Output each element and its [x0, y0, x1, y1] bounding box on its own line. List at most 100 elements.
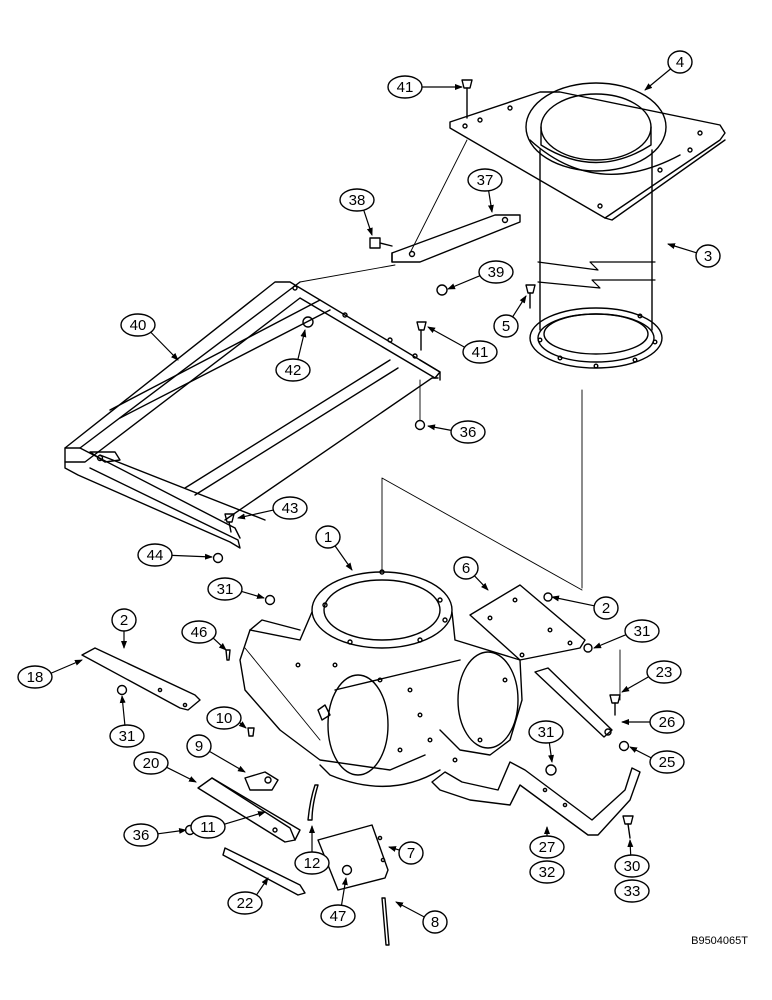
- callout-c36a-leader: [427, 424, 452, 431]
- upper-mount-plate-part: [449, 82, 726, 221]
- assembly-lines: [244, 139, 621, 741]
- callout-c4-bubble: [667, 50, 693, 74]
- callout-c44-bubble: [137, 543, 173, 567]
- callout-c46-leader: [212, 637, 227, 651]
- callout-c40-bubble: [120, 313, 156, 337]
- callout-c18-bubble: [17, 665, 53, 689]
- callout-c30-bubble: [614, 854, 650, 878]
- callout-c23-label: 23: [656, 664, 673, 681]
- callout-c2b-label: 2: [120, 612, 128, 629]
- callout-c12-label: 12: [304, 855, 321, 872]
- callout-c31a-label: 31: [217, 581, 234, 598]
- callout-c40-leader: [150, 331, 179, 361]
- rod-part-22: [222, 847, 306, 896]
- callout-c26-label: 26: [659, 714, 676, 731]
- callout-c43-label: 43: [282, 500, 299, 517]
- callout-c5-label: 5: [502, 318, 510, 335]
- callout-c32-bubble: [529, 860, 565, 884]
- callout-c27-label: 27: [539, 839, 556, 856]
- callout-c2a-bubble: [593, 596, 619, 620]
- callout-c41a-bubble: [387, 75, 423, 99]
- callout-c46-bubble: [181, 620, 217, 644]
- callout-c2a-label: 2: [602, 600, 610, 617]
- callout-c30-leader: [627, 839, 634, 856]
- callout-c1-bubble: [315, 525, 341, 549]
- callout-c38-bubble: [339, 188, 375, 212]
- callout-c43-leader: [237, 509, 274, 520]
- callout-c47-leader: [340, 877, 348, 906]
- callout-c10-label: 10: [216, 710, 233, 727]
- callout-c11-label: 11: [200, 819, 216, 836]
- callout-c31d-label: 31: [538, 724, 555, 741]
- rod-part-23: [534, 667, 613, 738]
- callout-c37-label: 37: [477, 172, 494, 189]
- callout-c1-label: 1: [324, 529, 332, 546]
- callout-c12-bubble: [294, 851, 330, 875]
- callout-c43-bubble: [272, 496, 308, 520]
- callout-c9-leader: [209, 750, 246, 773]
- callout-c11-leader: [224, 811, 266, 825]
- plate-part-7: [317, 824, 389, 891]
- callout-c22-bubble: [227, 891, 263, 915]
- callout-c31b-bubble: [624, 619, 660, 643]
- bracket-part-37: [391, 214, 521, 263]
- callout-c37-bubble: [467, 168, 503, 192]
- strap-part: [431, 761, 641, 836]
- callout-c42-label: 42: [285, 362, 302, 379]
- callout-c41b-label: 41: [472, 344, 489, 361]
- callout-c8-label: 8: [431, 914, 439, 931]
- latch-part: [244, 771, 279, 791]
- callout-c25-label: 25: [659, 754, 676, 771]
- callout-c31d-leader: [548, 742, 555, 763]
- callout-c8-leader: [395, 901, 425, 918]
- callout-c30-label: 30: [624, 858, 641, 875]
- callout-c5-bubble: [493, 314, 519, 338]
- callout-c11-bubble: [190, 815, 226, 839]
- callout-c31d-bubble: [528, 720, 564, 744]
- callout-c31a-bubble: [207, 577, 243, 601]
- callout-c41b-bubble: [462, 340, 498, 364]
- callout-c31b-label: 31: [634, 623, 651, 640]
- callout-c38-label: 38: [349, 192, 366, 209]
- callout-c3-leader: [667, 243, 697, 254]
- callout-c20-label: 20: [143, 755, 160, 772]
- callout-c44-label: 44: [147, 547, 164, 564]
- callout-c1-leader: [334, 545, 353, 571]
- callout-c25-bubble: [649, 750, 685, 774]
- angle-bar-part: [197, 777, 301, 843]
- callout-c31c-bubble: [109, 724, 145, 748]
- callout-c9-label: 9: [195, 738, 203, 755]
- callout-c47-label: 47: [330, 908, 347, 925]
- callout-c41a-label: 41: [397, 79, 414, 96]
- callout-c7-leader: [388, 846, 400, 852]
- housing-part: [239, 569, 523, 788]
- callout-c6-leader: [474, 575, 489, 591]
- callout-c10-bubble: [206, 706, 242, 730]
- callout-c42-bubble: [275, 358, 311, 382]
- callout-c2b-bubble: [111, 608, 137, 632]
- callout-c36a-bubble: [450, 420, 486, 444]
- callout-c40-label: 40: [130, 317, 147, 334]
- callout-c10-leader: [238, 721, 247, 729]
- callout-c8-bubble: [422, 910, 448, 934]
- plate-part-6: [469, 584, 586, 661]
- callout-c37-leader: [487, 190, 494, 213]
- callout-c46-label: 46: [191, 624, 208, 641]
- hook-part-12: [307, 784, 319, 821]
- callout-c3-bubble: [695, 244, 721, 268]
- frame-part: [64, 281, 441, 549]
- callout-c3-label: 3: [704, 248, 712, 265]
- callout-c27-bubble: [529, 835, 565, 859]
- tube-part: [529, 149, 663, 369]
- callout-c36b-leader: [157, 827, 187, 835]
- callout-c26-bubble: [649, 710, 685, 734]
- callout-c4-leader: [644, 68, 672, 91]
- callout-c36b-label: 36: [133, 827, 150, 844]
- callout-c22-label: 22: [237, 895, 254, 912]
- callout-c22-leader: [256, 877, 269, 896]
- callout-c31a-leader: [241, 590, 265, 599]
- callout-c25-leader: [629, 746, 652, 759]
- callout-c7-bubble: [398, 841, 424, 865]
- callout-c41b-leader: [427, 326, 465, 348]
